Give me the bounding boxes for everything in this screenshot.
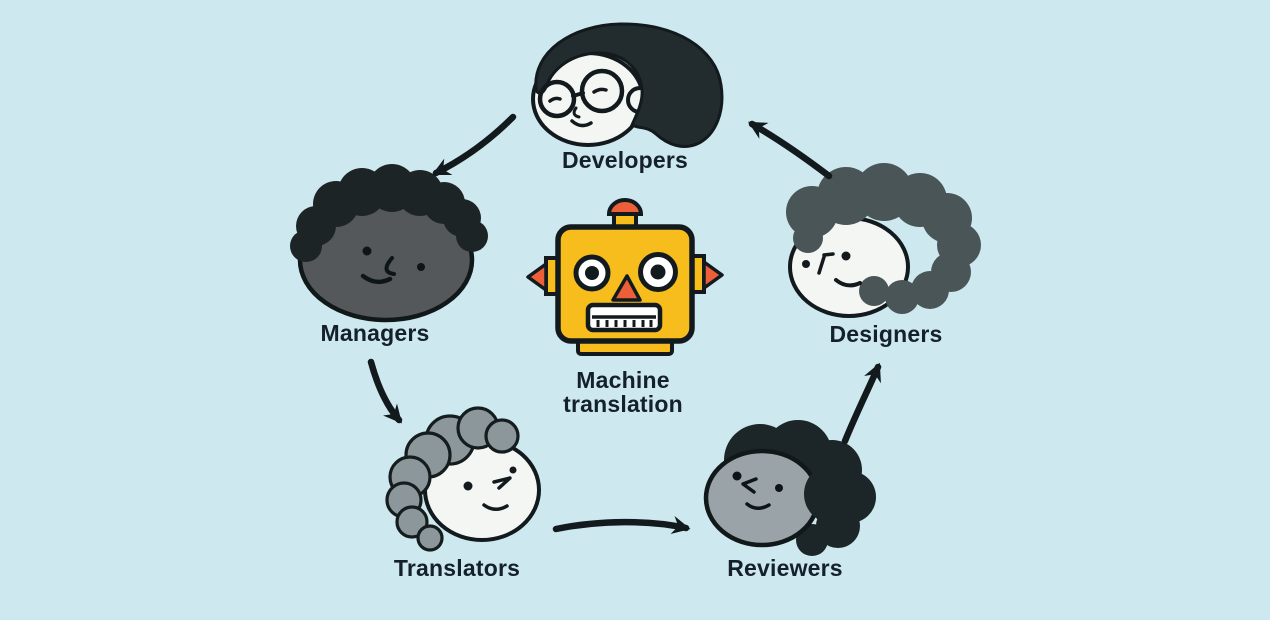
- reviewer-head-icon: [703, 420, 876, 556]
- arrow-reviewers-to-designers: [841, 362, 882, 445]
- node-label-reviewers: Reviewers: [727, 555, 843, 581]
- developer-head-icon: [531, 22, 724, 148]
- arrow-developers-to-managers: [431, 113, 517, 177]
- node-label-developers: Developers: [561, 147, 689, 173]
- node-label-machine-translation: Machine translation: [563, 367, 683, 417]
- translator-head-icon: [385, 406, 541, 552]
- arrow-designers-to-developers: [748, 120, 833, 180]
- robot-icon: [526, 198, 724, 356]
- node-label-designers: Designers: [829, 321, 943, 347]
- arrow-managers-to-translators: [367, 358, 403, 424]
- designer-head-icon: [786, 163, 981, 318]
- arrow-translators-to-reviewers: [552, 516, 691, 534]
- node-label-translators: Translators: [393, 555, 521, 581]
- manager-head-icon: [290, 164, 488, 323]
- node-label-managers: Managers: [320, 320, 430, 346]
